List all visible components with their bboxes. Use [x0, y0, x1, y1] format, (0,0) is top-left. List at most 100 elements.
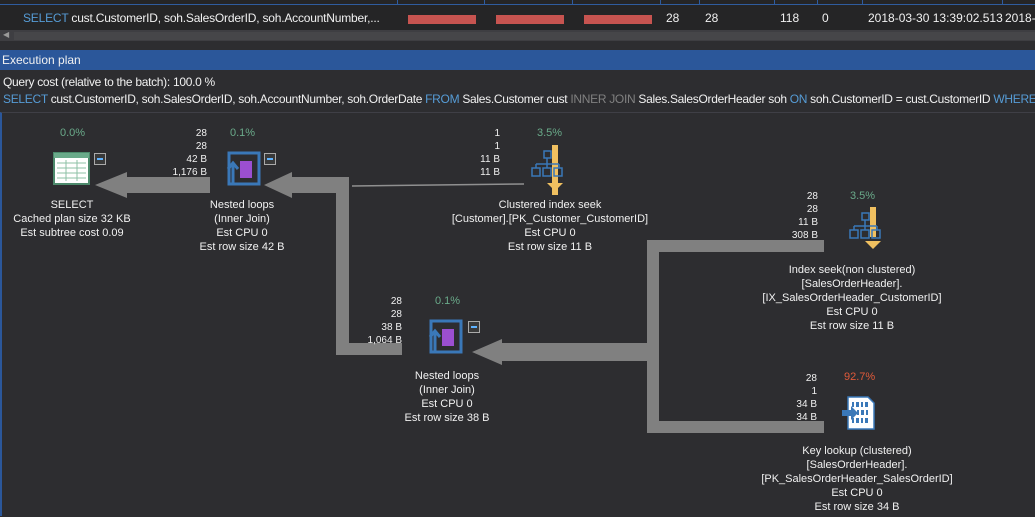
- arrow-nl2-to-nl1: [264, 172, 402, 355]
- nested-loops-icon: [428, 319, 463, 354]
- grid-row-query[interactable]: SELECT cust.CustomerID, soh.SalesOrderID…: [23, 11, 380, 25]
- row-stats: 1 1 11 B 11 B: [472, 127, 500, 179]
- node-text: 28: [805, 373, 817, 384]
- node-text: [PK_SalesOrderHeader_SalesOrderID]: [761, 473, 953, 485]
- node-text: Est CPU 0: [826, 306, 878, 318]
- node-text: 42 B: [186, 154, 207, 165]
- node-text: (Inner Join): [214, 213, 270, 225]
- key-lookup-icon: [842, 396, 875, 430]
- nested-loops-icon: [226, 151, 261, 186]
- node-text: 28: [806, 191, 818, 202]
- node-text: [SalesOrderHeader].: [801, 278, 903, 290]
- node-text: 28: [390, 296, 402, 307]
- node-text: Nested loops: [414, 370, 480, 382]
- node-text: 1: [811, 386, 817, 397]
- node-text: 1: [494, 141, 500, 152]
- sql-token: cust.CustomerID, soh.SalesOrderID, soh.A…: [47, 92, 426, 106]
- node-text: Est row size 11 B: [809, 320, 895, 332]
- arrow-seeks-to-nl2: [472, 240, 824, 433]
- row-stats: 28 28 38 B 1,064 B: [357, 295, 402, 347]
- node-cost-pct: 3.5%: [537, 127, 563, 139]
- node-text: Key lookup (clustered): [802, 445, 912, 457]
- grid-cell-end-time: 2018-: [1005, 11, 1035, 25]
- horizontal-scrollbar[interactable]: ◀: [0, 30, 1035, 41]
- node-text: 28: [195, 128, 207, 139]
- scroll-left-icon[interactable]: ◀: [3, 30, 10, 39]
- collapse-button[interactable]: [468, 321, 480, 333]
- node-text: 1,064 B: [367, 335, 402, 346]
- node-text: 28: [390, 309, 402, 320]
- node-text: Est CPU 0: [216, 227, 268, 239]
- node-text: 34 B: [796, 399, 817, 410]
- grid-cell: 28: [666, 11, 680, 25]
- nested-loops-node[interactable]: Nested loops (Inner Join) Est CPU 0 Est row…: [182, 198, 302, 254]
- node-cost-pct: 0.1%: [230, 127, 256, 139]
- collapse-button[interactable]: [94, 153, 106, 165]
- node-text: 11 B: [798, 217, 818, 228]
- node-text: 34 B: [796, 412, 817, 423]
- clustered-index-seek-node[interactable]: Clustered index seek [Customer].[PK_Custo…: [440, 198, 660, 254]
- node-text: Est row size 34 B: [814, 501, 900, 513]
- node-text: Est CPU 0: [831, 487, 883, 499]
- node-label: SELECT: [50, 199, 94, 211]
- query-info: Query cost (relative to the batch): 100.…: [3, 74, 1035, 108]
- sql-token: SELECT: [3, 92, 48, 106]
- node-text: Est row size 42 B: [199, 241, 285, 253]
- clustered-index-seek-icon: [531, 145, 563, 195]
- node-text: 1: [494, 128, 500, 139]
- execution-plan-header: Execution plan: [0, 50, 1035, 70]
- node-detail: Cached plan size 32 KB: [13, 213, 131, 225]
- grid-cell: 0: [822, 11, 829, 25]
- query-text: cust.CustomerID, soh.SalesOrderID, soh.A…: [68, 11, 380, 25]
- cost-bar: [496, 15, 564, 24]
- node-cost-pct: 3.5%: [850, 190, 876, 202]
- row-stats: 28 28 11 B 308 B: [782, 190, 818, 242]
- plan-canvas: 0.0% SELECT Cached plan size 32 KB Est s…: [0, 112, 1035, 516]
- sql-token: soh.CustomerID = cust.CustomerID: [807, 92, 994, 106]
- query-cost: Query cost (relative to the batch): 100.…: [3, 75, 215, 89]
- sql-token: WHERE: [993, 92, 1035, 106]
- node-text: 11 B: [480, 154, 500, 165]
- node-text: 28: [195, 141, 207, 152]
- scroll-thumb[interactable]: [14, 32, 1035, 40]
- node-text: [Customer].[PK_Customer_CustomerID]: [451, 213, 649, 225]
- node-text: Nested loops: [209, 199, 275, 211]
- node-text: 308 B: [791, 230, 818, 241]
- grid-cell-start-time: 2018-03-30 13:39:02.513: [868, 11, 1003, 25]
- grid-cell: 118: [780, 11, 800, 25]
- select-icon: [53, 152, 90, 185]
- node-text: [IX_SalesOrderHeader_CustomerID]: [762, 292, 942, 304]
- index-seek-node[interactable]: Index seek(non clustered) [SalesOrderHead…: [752, 263, 952, 333]
- collapse-button[interactable]: [264, 153, 276, 165]
- node-text: Clustered index seek: [498, 199, 602, 211]
- sql-token: Sales.Customer cust: [459, 92, 571, 106]
- sql-token: ON: [789, 92, 808, 106]
- node-cost-pct: 92.7%: [844, 371, 876, 383]
- cost-bar: [408, 15, 476, 24]
- grid-cell: 28: [705, 11, 719, 25]
- sql-token: FROM: [425, 92, 460, 106]
- node-text: Est row size 11 B: [507, 241, 593, 253]
- node-text: 11 B: [480, 167, 500, 178]
- node-text: Index seek(non clustered): [788, 264, 916, 276]
- arrow-nl1-to-select: [95, 172, 210, 198]
- cost-bar: [584, 15, 652, 24]
- query-keyword: SELECT: [23, 11, 69, 25]
- sql-token: INNER JOIN: [570, 92, 636, 106]
- arrow-cis-to-nl1: [351, 183, 525, 187]
- node-cost-pct: 0.1%: [435, 295, 461, 307]
- select-node[interactable]: SELECT Cached plan size 32 KB Est subtre…: [2, 198, 142, 240]
- row-stats: 28 28 42 B 1,176 B: [162, 127, 207, 179]
- sql-token: Sales.SalesOrderHeader soh: [635, 92, 790, 106]
- query-sql: SELECT cust.CustomerID, soh.SalesOrderID…: [3, 91, 1035, 108]
- key-lookup-node[interactable]: Key lookup (clustered) [SalesOrderHeader]…: [742, 444, 972, 514]
- index-seek-icon: [849, 207, 881, 249]
- node-text: 1,176 B: [172, 167, 207, 178]
- node-text: [SalesOrderHeader].: [806, 459, 908, 471]
- row-stats: 28 1 34 B 34 B: [792, 372, 817, 424]
- node-text: 28: [806, 204, 818, 215]
- node-text: Est row size 38 B: [404, 412, 490, 424]
- node-text: Est CPU 0: [524, 227, 576, 239]
- node-text: 38 B: [381, 322, 402, 333]
